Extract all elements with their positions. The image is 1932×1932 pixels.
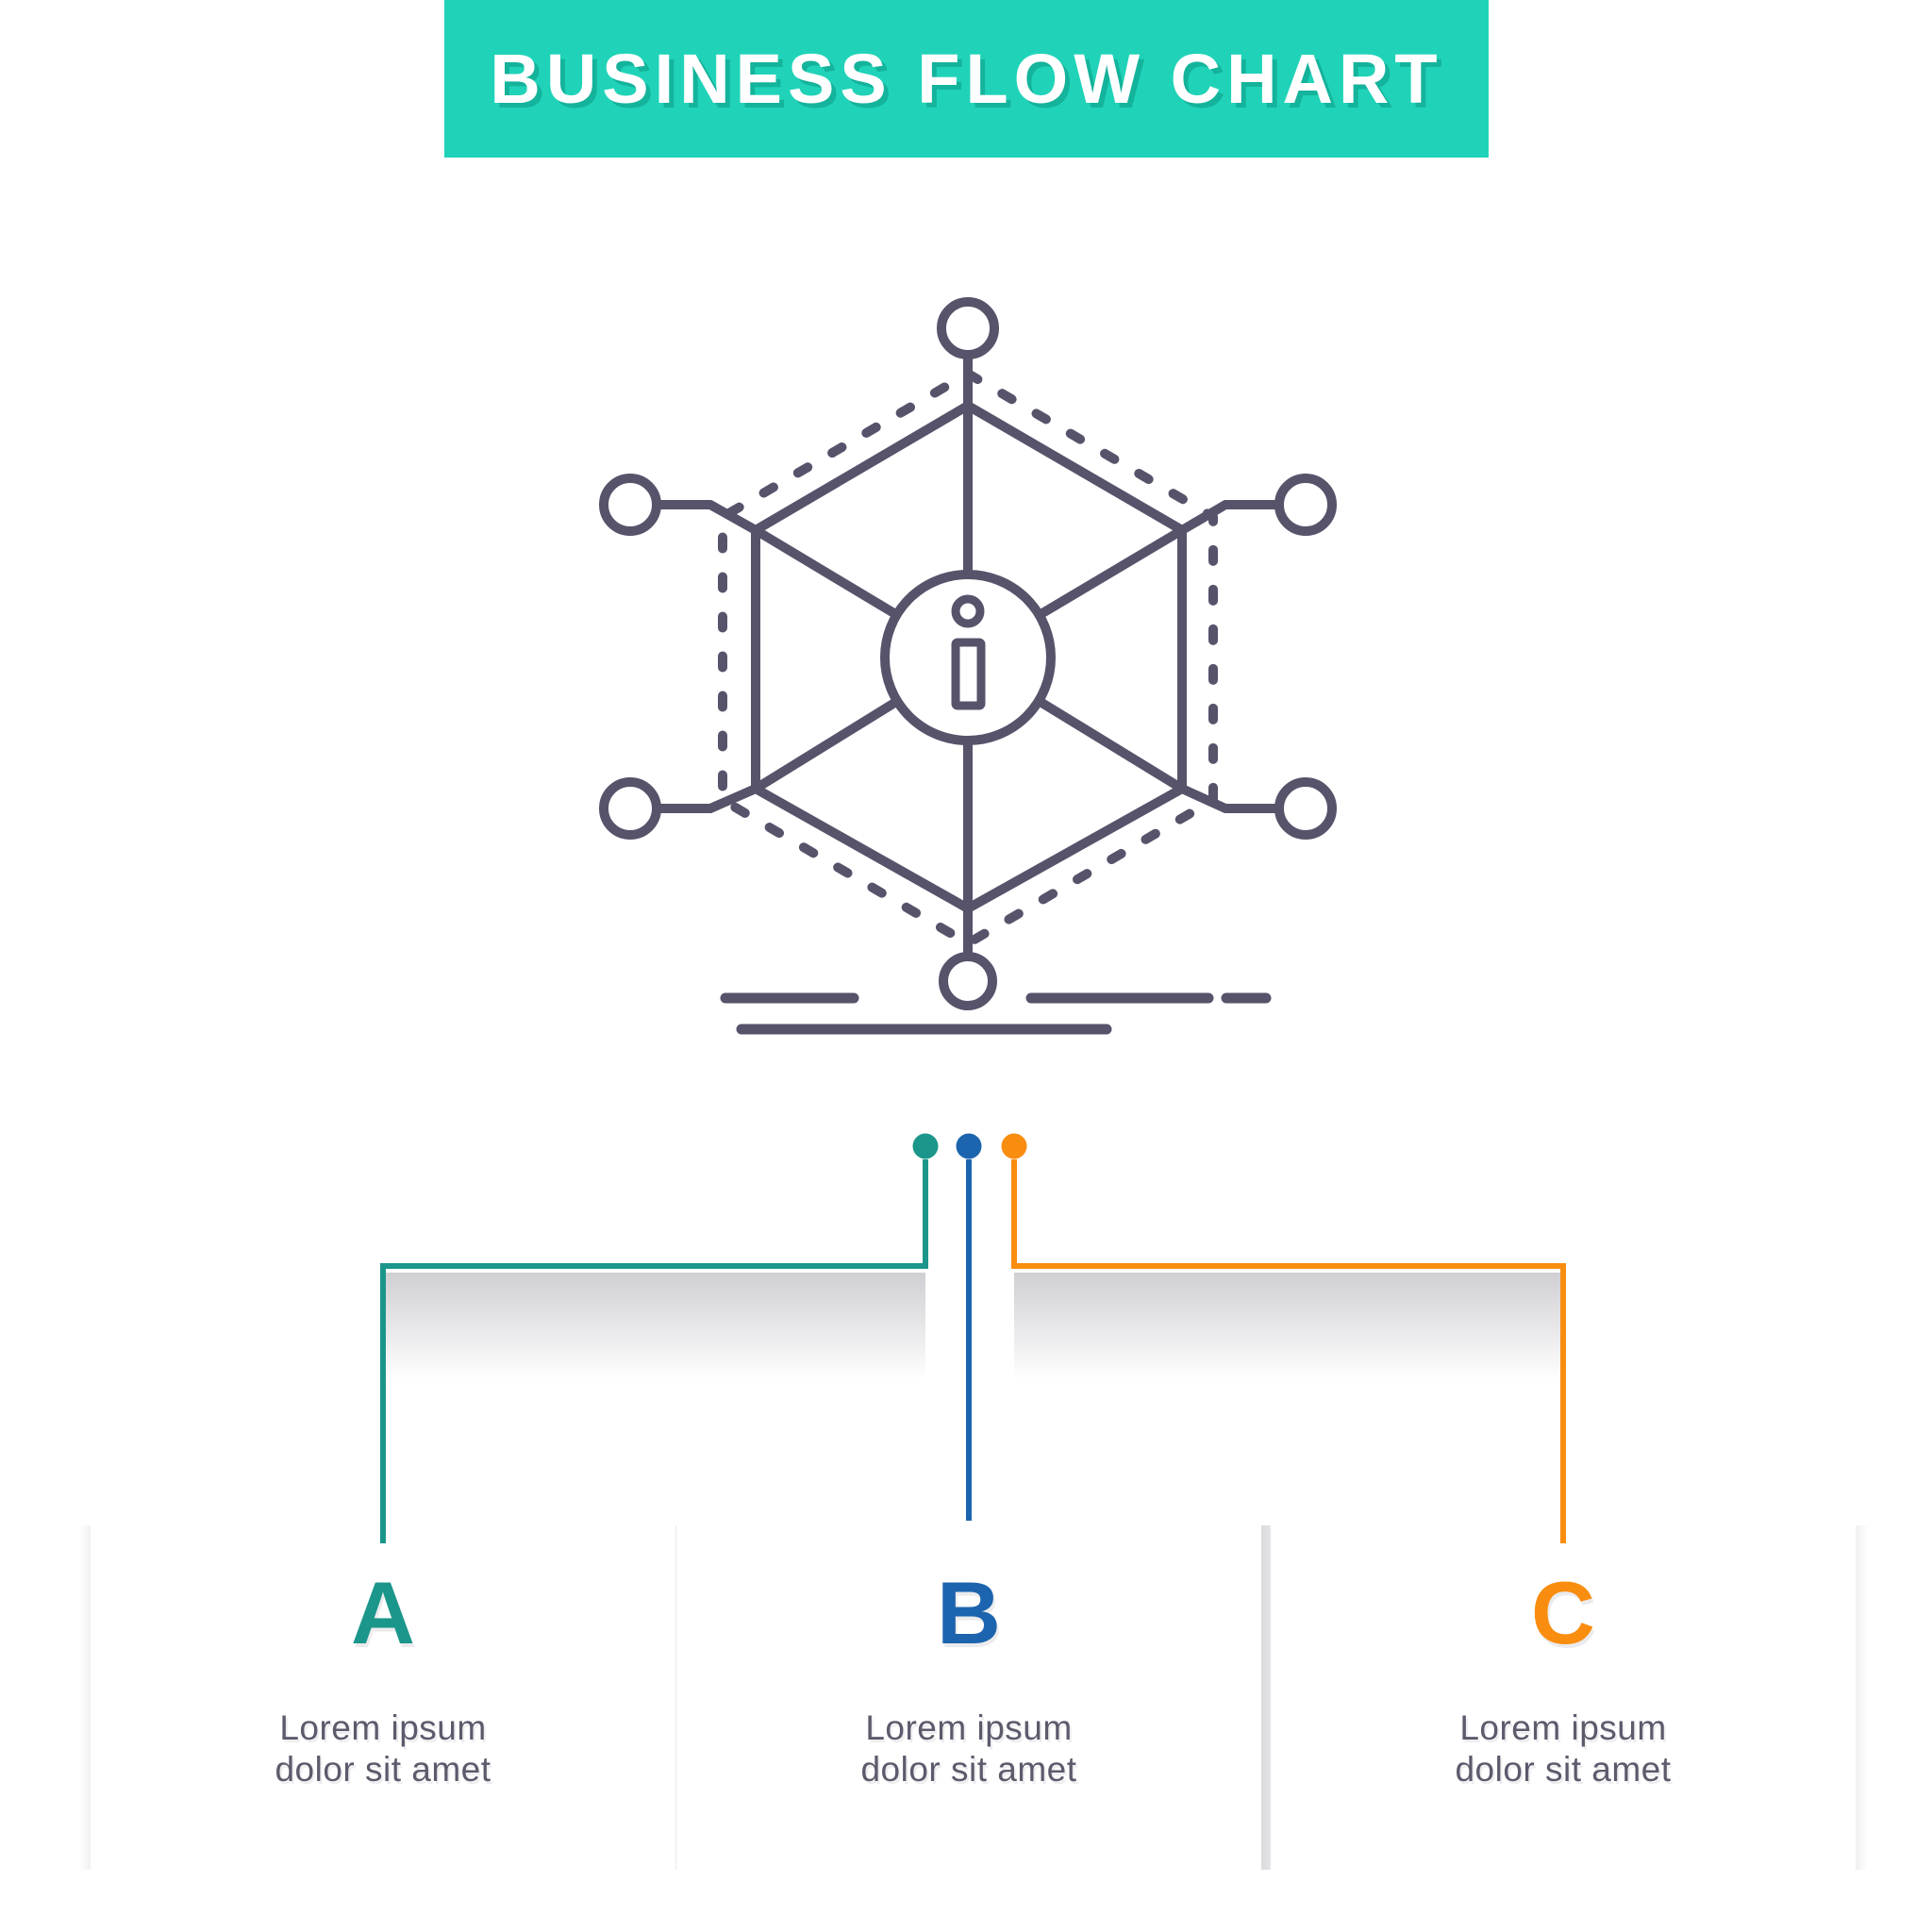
ground-lines <box>720 992 1272 1035</box>
section-b-text-line2: dolor sit amet <box>860 1750 1077 1789</box>
section-b-label: B <box>937 1563 1001 1662</box>
section-b-text-line1: Lorem ipsum <box>865 1708 1073 1747</box>
section-a: A Lorem ipsum dolor sit amet <box>91 1525 675 1870</box>
page-title: BUSINESS FLOW CHART <box>490 40 1443 118</box>
section-a-text-line2: dolor sit amet <box>275 1750 491 1789</box>
section-b: B Lorem ipsum dolor sit amet <box>676 1525 1261 1870</box>
section-c-text-line1: Lorem ipsum <box>1459 1708 1667 1747</box>
section-c-label: C <box>1531 1563 1595 1662</box>
section-a-text: Lorem ipsum dolor sit amet <box>275 1707 491 1790</box>
info-glyph <box>951 594 986 710</box>
gradient-page-right <box>1014 1273 1563 1395</box>
connector-dot-b <box>956 1133 982 1159</box>
section-c: C Lorem ipsum dolor sit amet <box>1271 1525 1856 1870</box>
gradient-page-left <box>383 1273 925 1395</box>
node-connectors <box>654 351 1282 959</box>
dashed-hexagon <box>718 369 1218 948</box>
section-c-text-line2: dolor sit amet <box>1455 1750 1672 1789</box>
section-b-text: Lorem ipsum dolor sit amet <box>860 1707 1076 1790</box>
section-a-label: A <box>351 1563 415 1662</box>
hexagon-spokes <box>751 401 1187 913</box>
info-circle <box>880 570 1056 745</box>
connector-dot-a <box>912 1133 939 1159</box>
section-c-text: Lorem ipsum dolor sit amet <box>1455 1707 1671 1790</box>
connector-dot-c <box>1001 1133 1027 1159</box>
network-node-circles <box>599 297 1337 1010</box>
title-banner: BUSINESS FLOW CHART <box>444 0 1489 158</box>
solid-hexagon <box>751 401 1187 913</box>
section-a-text-line1: Lorem ipsum <box>279 1708 487 1747</box>
